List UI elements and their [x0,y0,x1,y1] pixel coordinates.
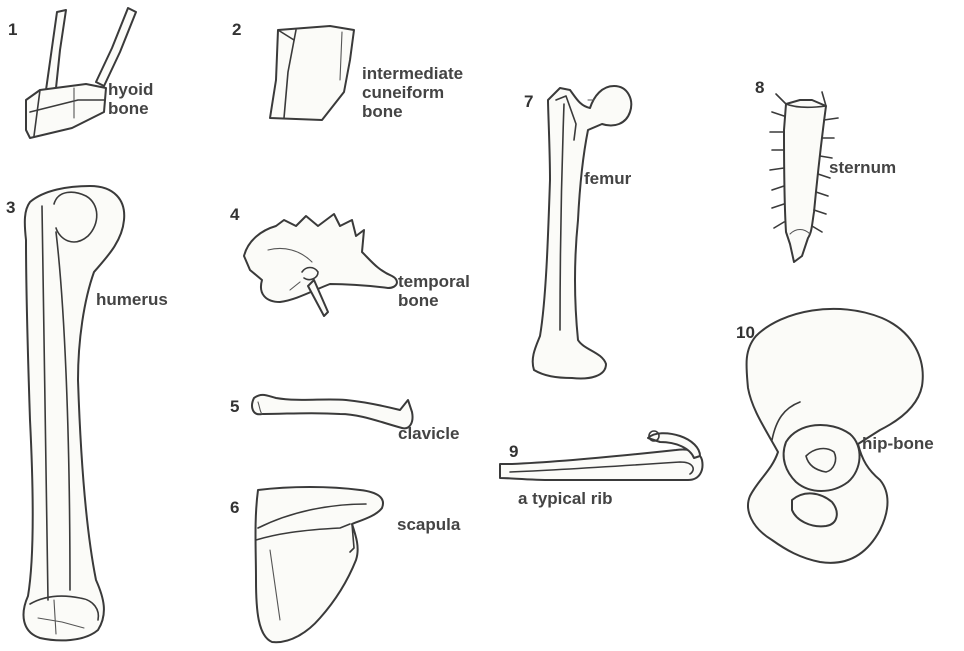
label-temporal-bone: temporal bone [398,272,470,310]
label-line: humerus [96,290,168,309]
figure-number-10: 10 [736,323,755,342]
label-femur: femur [584,169,631,188]
label-clavicle: clavicle [398,424,459,443]
label-line: cuneiform [362,83,463,102]
figure-number-8: 8 [755,78,764,97]
figure-number-5: 5 [230,397,239,416]
figure-number-6: 6 [230,498,239,517]
figure-number-7: 7 [524,92,533,111]
label-line: clavicle [398,424,459,443]
label-hip-bone: hip-bone [862,434,934,453]
label-line: a typical rib [518,489,612,508]
label-line: hip-bone [862,434,934,453]
clavicle-drawing [252,395,412,428]
label-line: bone [108,99,153,118]
label-scapula: scapula [397,515,460,534]
label-line: scapula [397,515,460,534]
hyoid-bone-drawing [26,8,136,138]
intermediate-cuneiform-bone-drawing [270,26,354,120]
rib-drawing [500,431,702,480]
figure-number-2: 2 [232,20,241,39]
label-intermediate-cuneiform-bone: intermediate cuneiform bone [362,64,463,121]
figure-number-3: 3 [6,198,15,217]
label-line: temporal [398,272,470,291]
label-line: intermediate [362,64,463,83]
sternum-drawing [770,92,838,262]
femur-drawing [533,86,632,378]
label-sternum: sternum [829,158,896,177]
label-line: hyoid [108,80,153,99]
label-line: sternum [829,158,896,177]
scapula-drawing [256,487,384,642]
label-line: bone [362,102,463,121]
figure-number-4: 4 [230,205,239,224]
figure-number-9: 9 [509,442,518,461]
figure-number-1: 1 [8,20,17,39]
label-hyoid-bone: hyoid bone [108,80,153,118]
label-line: bone [398,291,470,310]
label-line: femur [584,169,631,188]
temporal-bone-drawing [244,214,397,316]
humerus-drawing [24,186,125,640]
label-typical-rib: a typical rib [518,489,612,508]
label-humerus: humerus [96,290,168,309]
